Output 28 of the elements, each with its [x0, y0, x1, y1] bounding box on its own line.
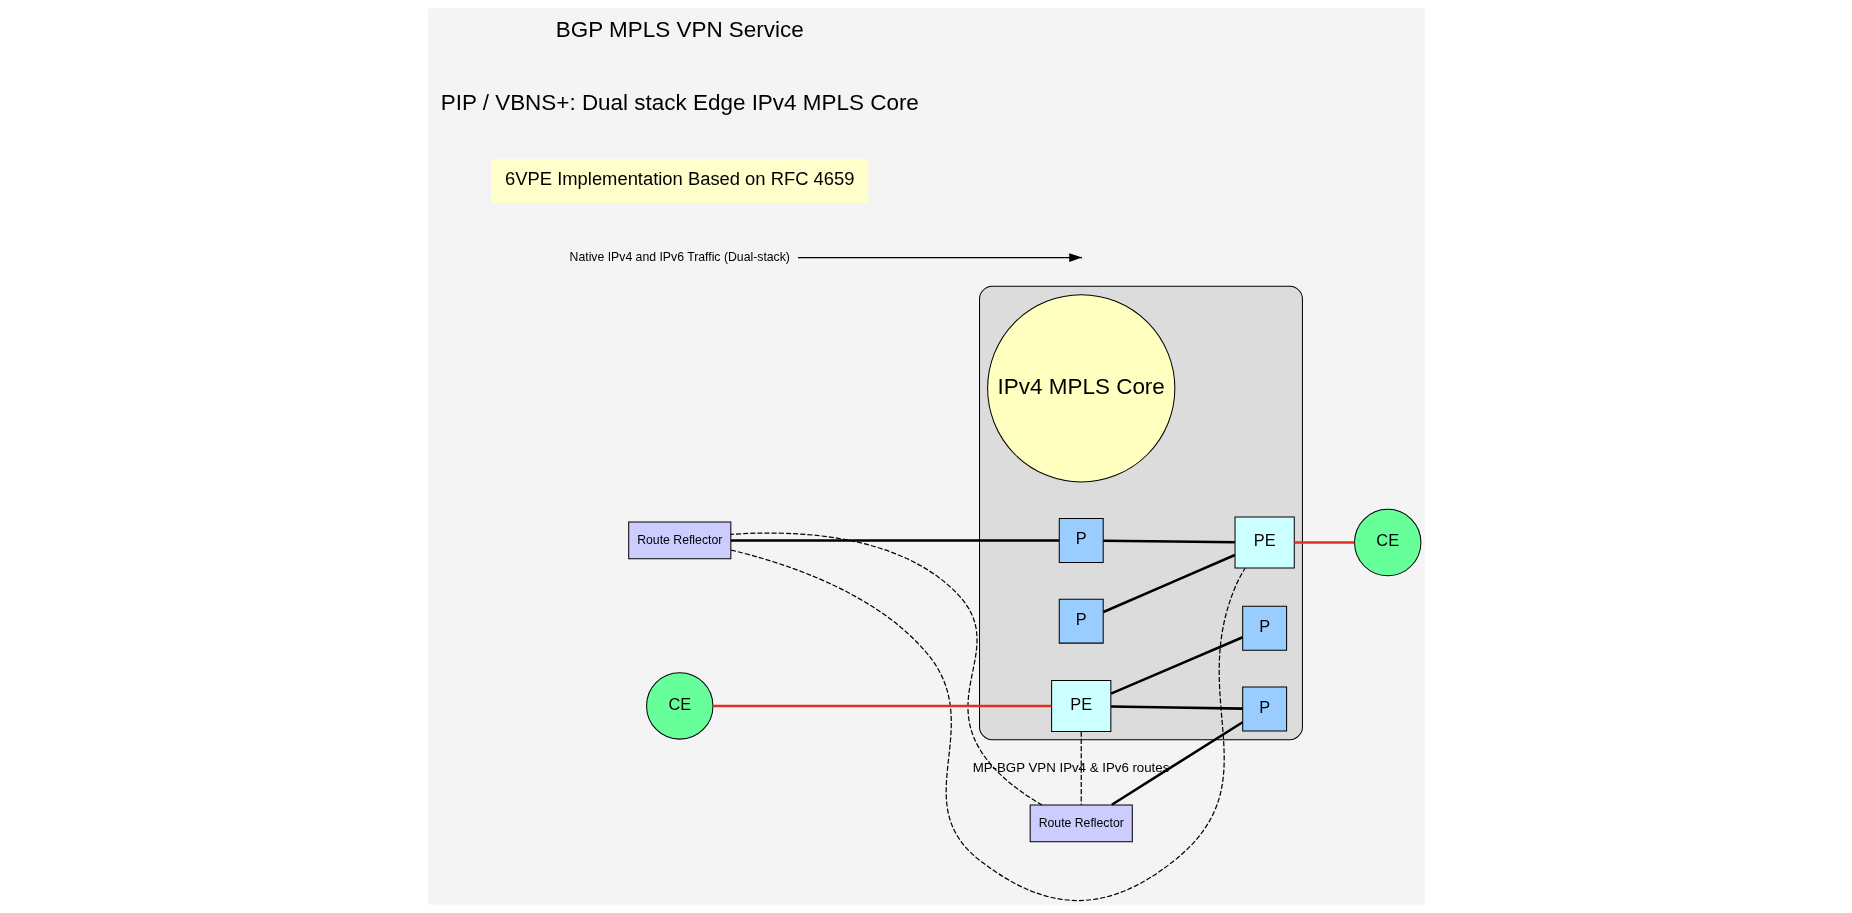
label: PIP / VBNS+: Dual stack Edge IPv4 MPLS Core	[440, 90, 919, 116]
node-box: Route Reflector	[627, 521, 731, 560]
node-box: P	[1058, 518, 1104, 563]
node-box: P	[1241, 686, 1287, 732]
connector	[730, 549, 1246, 902]
edge-label: MP-BGP VPN IPv4 & IPv6 routes	[972, 759, 1169, 775]
node-circle: CE	[645, 672, 713, 740]
node-box: P	[1241, 605, 1287, 651]
node-box: P	[1058, 598, 1104, 644]
node-box: PE	[1234, 516, 1295, 569]
node-box: 6VPE Implementation Based on RFC 4659	[490, 159, 868, 203]
label: BGP MPLS VPN Service	[555, 16, 804, 42]
connector	[1293, 541, 1354, 544]
node-circle: IPv4 MPLS Core	[986, 294, 1175, 483]
connector	[729, 532, 1043, 806]
connector	[712, 704, 1051, 708]
connector	[730, 539, 1059, 542]
connector	[1102, 539, 1235, 544]
connector	[1110, 636, 1243, 695]
connector	[1102, 553, 1235, 614]
connector	[1080, 731, 1082, 806]
node-text: Native IPv4 and IPv6 Traffic (Dual-stack)	[569, 249, 790, 264]
node-box: Route Reflector	[1029, 804, 1133, 843]
connector	[1110, 721, 1243, 806]
cluster	[978, 285, 1303, 741]
connector	[1110, 705, 1243, 710]
node-circle: CE	[1353, 508, 1421, 577]
node-box: PE	[1050, 679, 1111, 732]
